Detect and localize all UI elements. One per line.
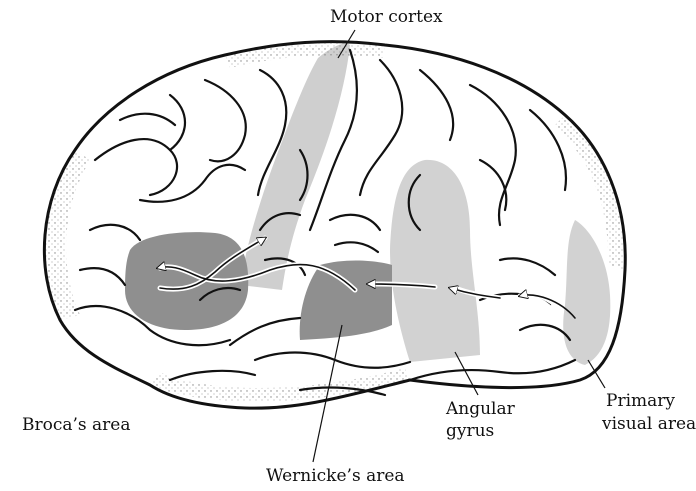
label-angular-line2: gyrus — [446, 421, 494, 441]
label-primary-line1: Primary — [606, 391, 675, 411]
label-primary-line2: visual area — [602, 414, 696, 434]
label-brocas-area: Broca’s area — [22, 415, 131, 435]
label-motor-cortex: Motor cortex — [330, 7, 443, 27]
label-angular-line1: Angular — [446, 399, 515, 419]
label-wernickes-area: Wernicke’s area — [266, 466, 405, 486]
